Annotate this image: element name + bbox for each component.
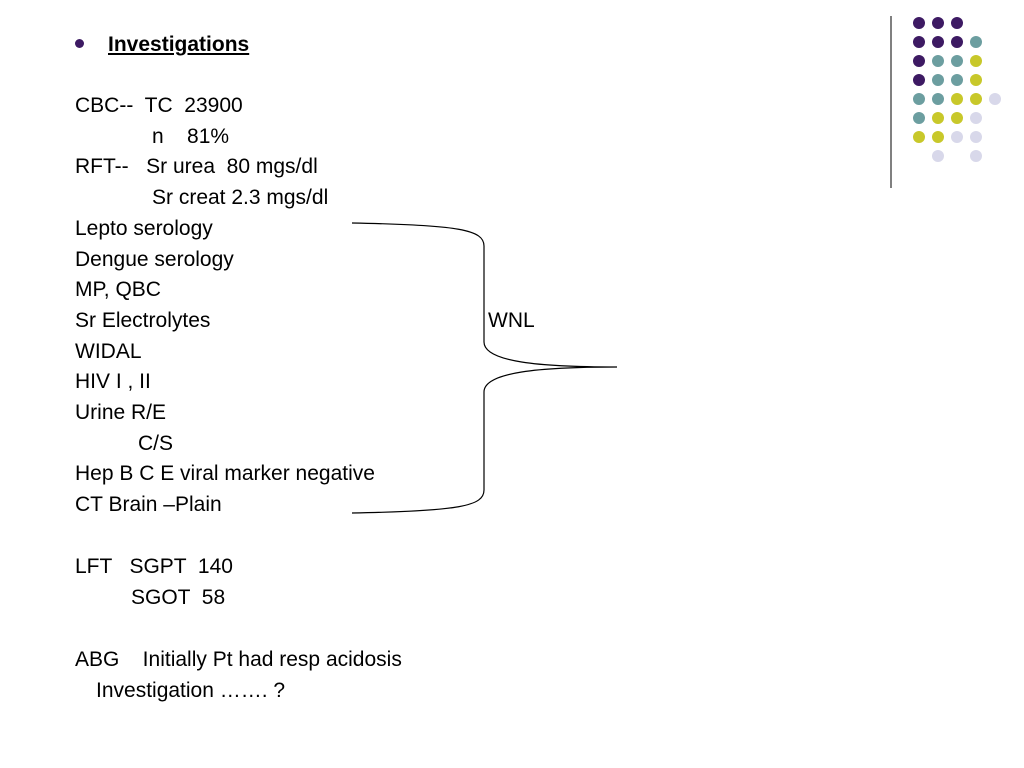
dengue-serology-line: Dengue serology <box>75 248 234 271</box>
hep-marker-line: Hep B C E viral marker negative <box>75 462 375 485</box>
decorative-dot-icon <box>951 17 963 29</box>
decorative-dot-icon <box>932 131 944 143</box>
decorative-dot-icon <box>970 55 982 67</box>
hiv-line: HIV I , II <box>75 370 151 393</box>
cbc-n-line: n 81% <box>152 125 230 148</box>
decorative-dot-icon <box>951 55 963 67</box>
ct-brain-line: CT Brain –Plain <box>75 493 222 516</box>
decorative-dot-icon <box>932 150 944 162</box>
abg-line: ABG Initially Pt had resp acidosis <box>75 648 402 671</box>
cbc-tc-line: CBC-- TC 23900 <box>75 94 243 117</box>
lft-sgpt-line: LFT SGPT 140 <box>75 555 233 578</box>
decorative-dot-icon <box>951 36 963 48</box>
decorative-dot-icon <box>951 112 963 124</box>
investigation-question-line: Investigation ……. ? <box>96 679 286 702</box>
widal-line: WIDAL <box>75 340 142 363</box>
decorative-dot-icon <box>932 74 944 86</box>
decorative-dot-icon <box>932 36 944 48</box>
sr-electrolytes-line: Sr Electrolytes <box>75 309 211 332</box>
decorative-dot-icon <box>970 131 982 143</box>
lepto-serology-line: Lepto serology <box>75 217 213 240</box>
decorative-dot-icon <box>951 74 963 86</box>
lft-sgot-line: SGOT 58 <box>131 586 226 609</box>
decorative-dot-icon <box>913 112 925 124</box>
decorative-dot-icon <box>913 131 925 143</box>
decorative-dot-icon <box>913 55 925 67</box>
decorative-dot-icon <box>951 131 963 143</box>
vertical-divider <box>890 16 892 188</box>
decorative-dot-icon <box>913 17 925 29</box>
decorative-dot-icon <box>913 93 925 105</box>
decorative-dot-icon <box>951 93 963 105</box>
title-text: Investigations <box>108 33 250 56</box>
decorative-dot-icon <box>970 74 982 86</box>
slide-title: Investigations <box>75 31 249 59</box>
urine-cs-line: C/S <box>138 432 174 455</box>
decorative-dot-icon <box>932 17 944 29</box>
rft-urea-line: RFT-- Sr urea 80 mgs/dl <box>75 155 318 178</box>
decorative-dot-icon <box>970 150 982 162</box>
wnl-label: WNL <box>488 309 535 332</box>
decorative-dot-icon <box>932 55 944 67</box>
decorative-dot-icon <box>932 112 944 124</box>
mp-qbc-line: MP, QBC <box>75 278 161 301</box>
decorative-dot-icon <box>913 36 925 48</box>
urine-re-line: Urine R/E <box>75 401 167 424</box>
decorative-dot-icon <box>970 112 982 124</box>
brace-path <box>351 222 618 514</box>
decorative-dot-icon <box>970 36 982 48</box>
decorative-dot-icon <box>989 93 1001 105</box>
decorative-dot-icon <box>932 93 944 105</box>
decorative-dot-icon <box>913 74 925 86</box>
rft-creat-line: Sr creat 2.3 mgs/dl <box>152 186 329 209</box>
bullet-dot-icon <box>75 38 84 48</box>
decorative-dot-icon <box>970 93 982 105</box>
